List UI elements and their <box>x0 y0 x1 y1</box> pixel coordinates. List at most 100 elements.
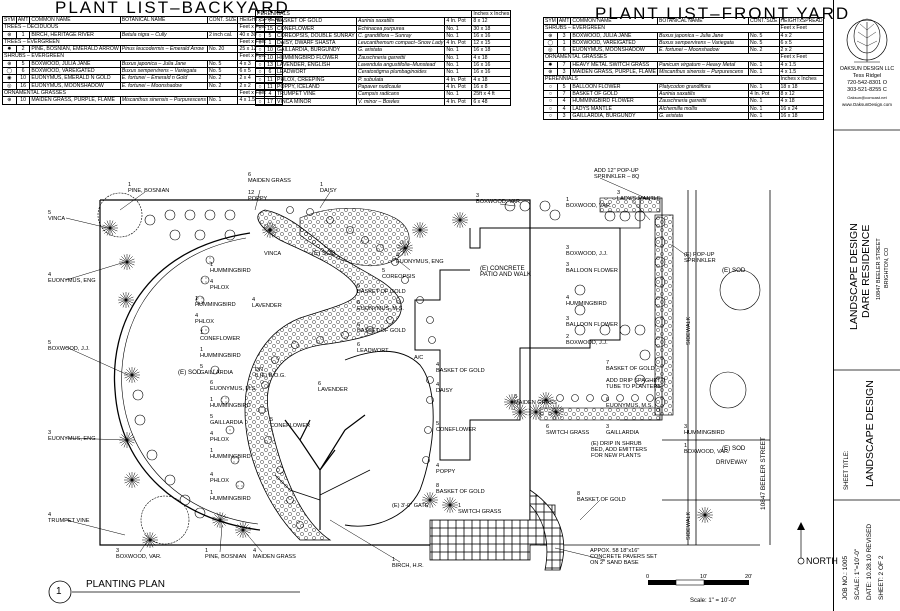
shrub-icon <box>654 256 666 268</box>
botanical-name: Buxus japonica – Julia Jane <box>119 59 208 69</box>
botanical-name: Ceratostigma plumbaginoides <box>355 68 446 77</box>
botanical-name: Zauschneria garrettii <box>355 53 446 63</box>
plan-label-sod-top: (E) SOD <box>312 250 336 257</box>
plan-label-birch: 1 BIRCH, H.R. <box>392 557 424 569</box>
plan-label-leadwort: 6 LEADWORT <box>357 342 389 354</box>
lawn-arc-edge <box>113 232 261 531</box>
euonymus-icon <box>200 275 210 285</box>
shrub-icon <box>194 507 206 519</box>
shrub-icon <box>619 324 631 336</box>
perennial-icon <box>616 394 624 402</box>
plant-symbol-icon: ◉ <box>2 74 17 83</box>
plan-label-gaillardia1: 5 GAILLARDIA <box>200 364 233 376</box>
botanical-name: Betula nigra – Cully <box>119 30 208 39</box>
switch-grass-icon <box>119 254 135 270</box>
plan-label-basket-gold1: 6 BASKET OF GOLD <box>357 283 406 295</box>
perennial-icon <box>261 381 269 389</box>
plan-label-maiden-grass-bottom: 4 MAIDEN GRASS <box>253 548 296 560</box>
common-name: EUONYMUS, MOONSHADOW <box>29 81 121 90</box>
job-number: JOB NO.: 1005 <box>842 555 849 600</box>
column-header: SYM <box>543 16 558 26</box>
pine-tree-icon <box>97 192 190 545</box>
plan-label-boxwood-var-top: 3 BOXWOOD, VAR. <box>476 193 522 205</box>
height-spread: 4 x 18 <box>471 53 512 63</box>
leader-line <box>579 499 601 521</box>
botanical-name: Leucanthemum compact–Snow Lady <box>355 39 446 48</box>
shrub-icon <box>224 209 236 221</box>
botanical-name: Miscanthus sinensis – Purpurescens <box>657 68 750 77</box>
shrub-icon <box>634 210 646 222</box>
plan-label-hb7: 4 HUMMINGBIRD <box>566 295 607 307</box>
perennial-icon <box>646 394 654 402</box>
switch-grass-icon <box>504 394 520 410</box>
units-label: Inches x Inches <box>471 9 512 19</box>
title-block-frame <box>834 18 900 501</box>
leader-line <box>65 346 129 376</box>
shrub-icon <box>169 229 181 241</box>
switch-grass-icon <box>397 240 413 256</box>
plan-label-drip: (E) DRIP IN SHRUB BED, ADD EMITTERS FOR … <box>591 441 647 459</box>
euonymus-icon <box>200 325 210 335</box>
backyard-list-title: PLANT LIST–BACKYARD <box>55 0 290 17</box>
plant-symbol-icon: ⊕ <box>543 68 558 77</box>
euonymus-icon <box>195 295 205 305</box>
shrub-icon <box>179 494 191 506</box>
shrub-icon <box>164 209 176 221</box>
shrub-icon <box>654 276 666 288</box>
shrub-icon <box>134 414 146 426</box>
tree-logo-icon <box>846 18 888 63</box>
height-spread: 2 x 2 <box>778 46 825 55</box>
perennial-icon <box>346 226 354 234</box>
project-address-2: BRIGHTON, CO <box>884 247 890 288</box>
column-header: SYM <box>2 15 17 25</box>
email: Oaksun@comcast.net <box>847 95 887 100</box>
plant-symbol-icon: ✹ <box>543 60 558 70</box>
botanical-name: Platycodon grandiflora <box>657 82 750 91</box>
shrub-icon <box>519 200 531 212</box>
switch-grass-icon <box>512 404 528 420</box>
plan-label-coreopsis: 5 COREOPSIS <box>382 268 416 280</box>
common-name: EUONYMUS, EMERALD N GOLD <box>29 74 121 83</box>
perennial-icon <box>366 326 374 334</box>
common-name: MAIDEN GRASS, PURPLE, FLAME <box>29 96 121 105</box>
project-title-2: DARE RESIDENCE <box>860 224 872 318</box>
sheet-number: SHEET: 2 OF 2 <box>878 555 885 600</box>
plan-label-pine-bosnian-bottom: 1 PINE, BOSNIAN <box>205 548 247 560</box>
plan-label-trumpet-vine: 4 TRUMPET VINE <box>48 512 90 524</box>
shrub-icon <box>164 474 176 486</box>
shrub-icon <box>654 216 666 228</box>
plan-label-pine-bosnian-top: 1 PINE, BOSNIAN <box>128 182 170 194</box>
shrub-icon <box>634 324 646 336</box>
front-planter-strip <box>654 214 674 416</box>
plan-label-boxwood-jj-left: 5 BOXWOOD, J.J. <box>48 340 90 352</box>
plan-label-sod-front2: (E) SOD <box>722 445 746 452</box>
perennial-icon <box>291 341 299 349</box>
plan-label-balloon1: 3 BALLOON FLOWER <box>566 262 618 274</box>
plant-symbol-icon: ◎ <box>543 46 558 55</box>
perennial-icon <box>306 208 314 216</box>
botanical-name: E. fortunei – Moonshadow <box>657 46 750 55</box>
switch-grass-icon <box>452 212 468 228</box>
leader-line <box>139 539 149 553</box>
plan-label-hb5: 1 HUMMINGBIRD <box>210 448 251 460</box>
botanical-name: Zauschneria garrettii <box>657 97 750 106</box>
plan-label-boxwood-var-front: 1 BOXWOOD, VAR. <box>566 197 612 209</box>
plan-label-euonymus-eng-mid: 4 EUONYMUS, ENG <box>396 253 444 265</box>
shrub-icon <box>654 356 666 368</box>
leader-lines <box>65 177 691 563</box>
plan-label-balloon2: 3 BALLOON FLOWER <box>566 316 618 328</box>
botanical-name: C. grandiflora – Sunray <box>355 31 446 41</box>
plan-label-daisy: 1 DAISY <box>320 182 337 194</box>
switch-grass-icon <box>118 292 134 308</box>
leader-line <box>254 189 261 211</box>
shrub-icon <box>194 229 206 241</box>
leader-line <box>329 519 401 563</box>
perennial-icon <box>571 394 579 402</box>
